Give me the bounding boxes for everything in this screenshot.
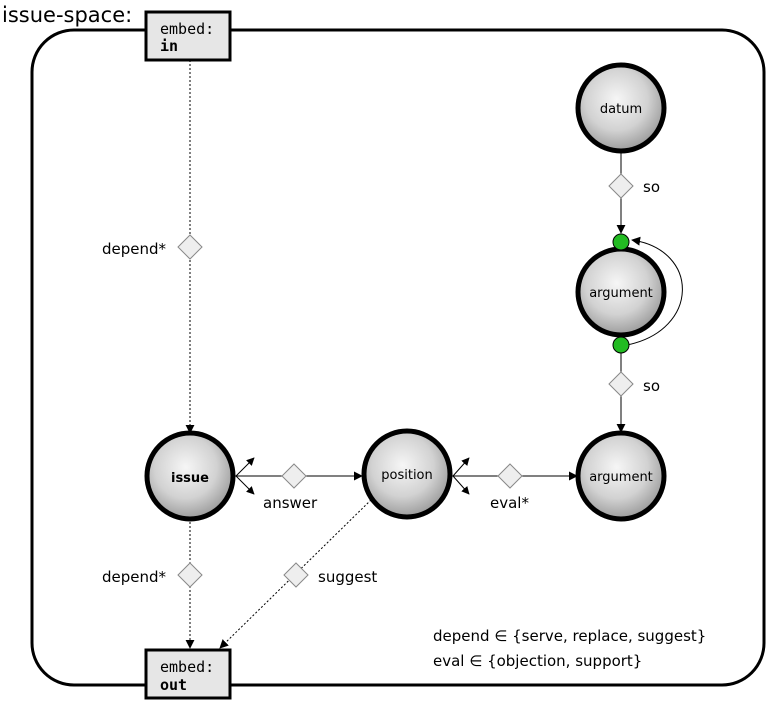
issue-node[interactable]: issue: [144, 430, 236, 522]
embed-in-box: embed: in: [144, 10, 232, 62]
answer-diamond: [281, 463, 307, 489]
legend-eval: eval ∈ {objection, support}: [433, 652, 642, 670]
legend-depend: depend ∈ {serve, replace, suggest}: [433, 627, 706, 645]
answer-arrow-up: [235, 457, 255, 477]
datum-node-label: datum: [600, 102, 642, 117]
space-label: issue-space:: [2, 3, 132, 27]
argument-top-input-port[interactable]: [612, 233, 630, 251]
depend-in-diamond: [177, 234, 203, 260]
position-node-label: position: [381, 468, 433, 483]
eval-label: eval*: [490, 494, 529, 512]
argument-self-loop: [626, 236, 683, 346]
argument-top-output-port[interactable]: [612, 336, 630, 354]
eval-diamond: [497, 463, 523, 489]
so-top-label: so: [643, 178, 660, 196]
datum-node[interactable]: datum: [575, 62, 667, 154]
argument-bottom-label: argument: [589, 470, 653, 485]
so-bottom-label: so: [643, 377, 660, 395]
issue-node-label: issue: [171, 471, 209, 486]
embed-in-label: embed:: [160, 20, 214, 38]
answer-label: answer: [263, 494, 318, 512]
depend-in-label: depend*: [102, 240, 167, 258]
embed-out-label: embed:: [160, 658, 214, 676]
argument-node-top[interactable]: argument: [575, 246, 667, 338]
eval-arrow-up: [452, 457, 470, 477]
suggest-label: suggest: [318, 568, 377, 586]
eval-arrow-down: [452, 475, 470, 495]
suggest-diamond: [283, 562, 309, 588]
embed-in-sub: in: [160, 37, 178, 55]
position-node[interactable]: position: [361, 428, 453, 520]
argument-node-bottom[interactable]: argument: [575, 430, 667, 522]
so-bottom-diamond: [608, 371, 634, 397]
embed-out-box: embed: out: [144, 648, 232, 700]
depend-out-diamond: [177, 562, 203, 588]
embed-out-sub: out: [160, 676, 187, 694]
so-top-diamond: [608, 173, 634, 199]
depend-out-label: depend*: [102, 568, 167, 586]
answer-arrow-down: [235, 475, 255, 495]
argument-top-label: argument: [589, 286, 653, 301]
issue-space-frame: [30, 28, 766, 687]
